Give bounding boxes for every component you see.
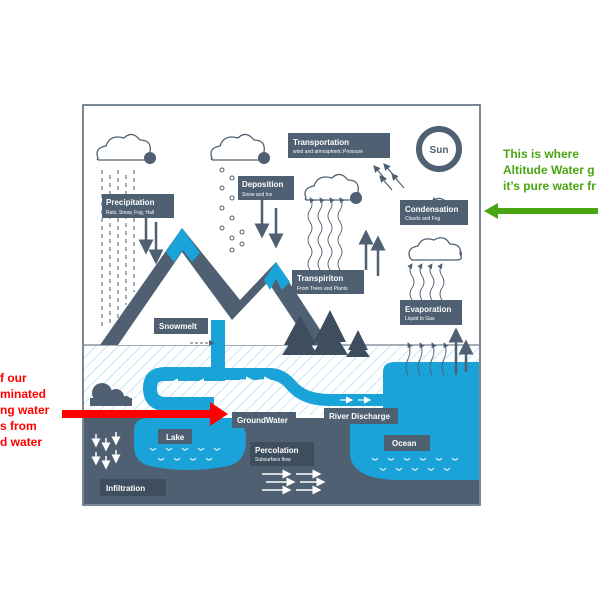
rock-icon xyxy=(90,383,132,406)
label-transpiration: Transpiriton From Trees and Plants xyxy=(292,270,364,294)
red-note-line-5: d water xyxy=(0,435,42,449)
precipitation-title: Precipitation xyxy=(106,198,155,207)
label-transportation: Transportation wind and atmospheric Pres… xyxy=(288,133,390,158)
transpiration-vapor xyxy=(307,197,345,271)
deposition-sub: Snow and Ice xyxy=(242,192,273,198)
infiltration-title: Infiltration xyxy=(106,484,145,493)
green-arrow-icon xyxy=(484,203,598,219)
main-river xyxy=(218,368,390,406)
snowmelt-title: Snowmelt xyxy=(159,322,197,331)
evaporation-vapor xyxy=(405,263,449,376)
red-note-line-4: s from xyxy=(0,419,37,433)
snow-dots xyxy=(219,167,245,253)
wave-marks xyxy=(149,447,459,471)
percolation-sub: Subsurface flow xyxy=(255,457,291,463)
label-lake: Lake xyxy=(158,429,192,444)
red-note-line-1: f our xyxy=(0,371,27,385)
deposition-title: Deposition xyxy=(242,180,283,189)
red-annotation: f our minated ng water s from d water xyxy=(0,371,228,449)
red-arrow-icon xyxy=(62,402,228,426)
evaporation-sub: Liquid to Gas xyxy=(405,316,435,322)
label-deposition: Deposition Snow and Ice xyxy=(238,176,294,200)
sun-icon: Sun xyxy=(416,126,462,172)
transpiration-sub: From Trees and Plants xyxy=(297,286,348,292)
label-ocean: Ocean xyxy=(384,435,430,451)
arrow-icon xyxy=(358,196,474,375)
percolation-title: Percolation xyxy=(255,446,299,455)
label-percolation: Percolation Subsurface flow xyxy=(250,442,314,466)
label-precipitation: Precipitation Rain, Snow, Fog, Hail xyxy=(102,194,174,218)
transportation-sub: wind and atmospheric Pressure xyxy=(293,149,363,155)
green-note-line-3: it’s pure water fr xyxy=(503,179,596,193)
groundwater-title: GroundWater xyxy=(237,416,288,425)
sun-label: Sun xyxy=(430,145,449,156)
precipitation-sub: Rain, Snow, Fog, Hail xyxy=(106,210,154,216)
label-infiltration: Infiltration xyxy=(100,479,166,496)
ocean-title: Ocean xyxy=(392,439,417,448)
green-annotation: This is where Altitude Water g it’s pure… xyxy=(484,147,598,219)
red-note-line-2: minated xyxy=(0,387,46,401)
transpiration-title: Transpiriton xyxy=(297,274,343,283)
green-note-line-1: This is where xyxy=(503,147,579,161)
label-groundwater: GroundWater xyxy=(232,412,296,428)
arrow-icon xyxy=(262,469,326,495)
lake-title: Lake xyxy=(166,433,185,442)
green-note-line-2: Altitude Water g xyxy=(503,163,595,177)
river-discharge-title: River Discharge xyxy=(329,412,390,421)
arrow-icon xyxy=(170,376,372,404)
condensation-title: Condensation xyxy=(405,205,458,214)
pine-tree-icon xyxy=(282,310,370,357)
arrow-icon xyxy=(91,432,121,470)
transportation-title: Transportation xyxy=(293,138,349,147)
label-river-discharge: River Discharge xyxy=(324,408,398,424)
red-note-line-3: ng water xyxy=(0,403,50,417)
label-snowmelt: Snowmelt xyxy=(154,318,208,334)
condensation-sub: Clouds and Fog xyxy=(405,216,441,222)
evaporation-title: Evaporation xyxy=(405,305,451,314)
label-evaporation: Evaporation Liquid to Gas xyxy=(400,300,462,325)
ocean-surface xyxy=(383,362,479,420)
snowmelt-river xyxy=(142,320,225,411)
cloud-icon xyxy=(96,133,462,261)
arrow-icon xyxy=(373,163,405,191)
label-condensation: Condensation Clouds and Fog xyxy=(400,200,468,225)
arrow-icon xyxy=(138,200,284,265)
